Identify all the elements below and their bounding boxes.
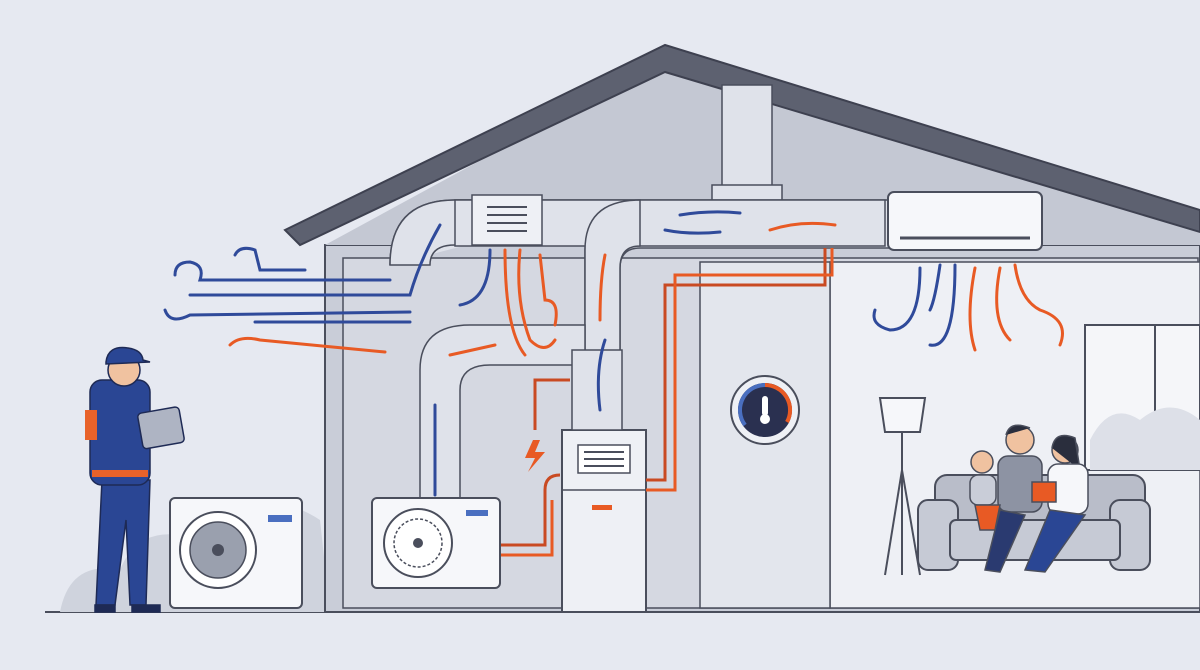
furnace-icon (561, 349, 647, 613)
floor-lamp-icon (878, 397, 927, 576)
warm-airflow (228, 221, 1064, 357)
thermostat-icon (730, 375, 800, 445)
duct-grille (471, 194, 543, 246)
outdoor-unit-icon (371, 497, 501, 589)
family (969, 424, 1089, 573)
cool-airflow (163, 210, 957, 497)
wall-ac-unit-icon (887, 191, 1043, 251)
outdoor-unit-icon (169, 497, 303, 609)
technician (85, 346, 185, 613)
lightning-icon (525, 440, 545, 472)
